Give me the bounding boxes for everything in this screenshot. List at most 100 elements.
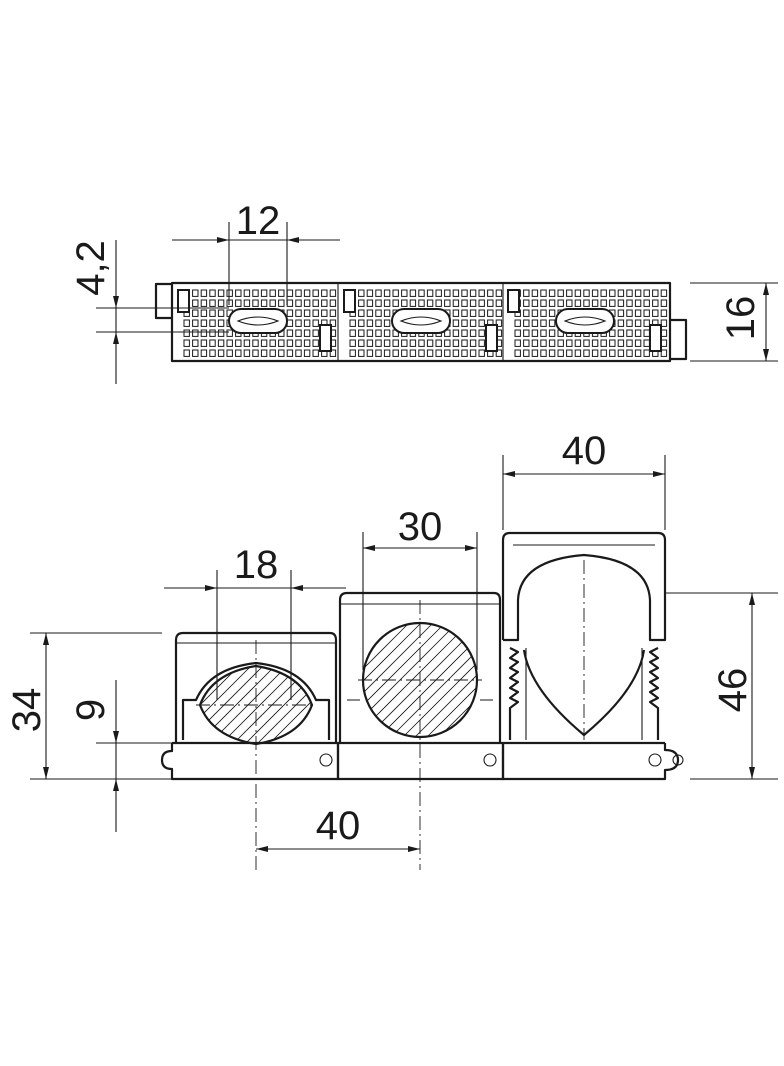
hatch-line <box>413 623 477 737</box>
texture-cell <box>452 309 460 317</box>
texture-cell <box>643 309 650 317</box>
texture-cell <box>660 339 668 347</box>
texture-cell <box>435 339 442 347</box>
texture-cell <box>269 339 276 347</box>
texture-cell <box>375 329 382 337</box>
texture-cell <box>295 299 302 307</box>
texture-cell <box>401 299 408 307</box>
texture-cell <box>426 339 434 347</box>
texture-cell <box>329 309 337 317</box>
texture-cell <box>243 289 251 297</box>
texture-cell <box>358 319 365 327</box>
texture-cell <box>514 339 521 347</box>
mounting-slot <box>555 308 615 334</box>
texture-cell <box>329 299 337 307</box>
texture-cell <box>209 319 216 327</box>
dim-label-medium-diameter: 30 <box>398 505 443 549</box>
texture-cell <box>591 339 599 347</box>
texture-cell <box>634 299 642 307</box>
texture-cell <box>358 289 365 297</box>
texture-cell <box>600 339 607 347</box>
mounting-slot <box>391 308 451 334</box>
texture-cell <box>217 289 225 297</box>
texture-cell <box>200 289 208 297</box>
texture-cell <box>183 339 190 347</box>
dim-label-base-height: 9 <box>69 699 113 721</box>
texture-cell <box>444 299 451 307</box>
texture-cell <box>609 289 616 297</box>
texture-cell <box>349 319 356 327</box>
texture-cell <box>286 309 294 317</box>
texture-cell <box>183 329 190 337</box>
texture-cell <box>540 319 547 327</box>
texture-cell <box>634 349 642 357</box>
texture-cell <box>609 329 616 337</box>
texture-cell <box>660 289 668 297</box>
texture-cell <box>617 319 625 327</box>
texture-cell <box>392 289 399 297</box>
texture-cell <box>617 339 625 347</box>
texture-cell <box>366 349 374 357</box>
texture-cell <box>260 299 268 307</box>
hatch-line <box>200 666 259 744</box>
dim-large-width: 40 <box>502 429 666 530</box>
texture-cell <box>540 309 547 317</box>
texture-cell <box>660 309 668 317</box>
dim-label-plate-offset: 4,2 <box>69 240 113 296</box>
texture-cell <box>183 349 190 357</box>
texture-cell <box>548 339 556 347</box>
texture-cell <box>226 349 233 357</box>
texture-cell <box>392 339 399 347</box>
texture-cell <box>375 319 382 327</box>
texture-cell <box>303 339 311 347</box>
texture-cell <box>531 309 539 317</box>
texture-cell <box>531 329 539 337</box>
texture-cell <box>321 309 328 317</box>
texture-cell <box>375 299 382 307</box>
texture-cell <box>617 329 625 337</box>
texture-cell <box>383 329 391 337</box>
texture-cell <box>626 319 633 327</box>
texture-cell <box>523 289 530 297</box>
hatch-line <box>237 666 312 744</box>
texture-cell <box>375 339 382 347</box>
texture-cell <box>235 339 242 347</box>
texture-cell <box>303 299 311 307</box>
texture-cell <box>444 349 451 357</box>
texture-cell <box>426 289 434 297</box>
texture-cell <box>548 299 556 307</box>
hatch-line <box>461 623 477 737</box>
texture-cell <box>383 309 391 317</box>
hatch-line <box>449 623 477 737</box>
texture-cell <box>469 289 477 297</box>
texture-cell <box>375 289 382 297</box>
texture-cell <box>192 339 199 347</box>
texture-cell <box>523 339 530 347</box>
texture-cell <box>643 289 650 297</box>
hatch-line <box>309 666 312 744</box>
dim-height: 16 <box>690 282 778 362</box>
dim-label-height: 16 <box>719 296 763 341</box>
texture-cell <box>303 329 311 337</box>
texture-cell <box>209 299 216 307</box>
texture-cell <box>366 339 374 347</box>
dim-small-diameter: 18 <box>164 543 346 700</box>
texture-cell <box>375 309 382 317</box>
texture-cell <box>626 309 633 317</box>
texture-cell <box>366 329 374 337</box>
dim-label-large-height: 46 <box>711 668 755 713</box>
hatch-line <box>486 610 626 750</box>
texture-cell <box>634 329 642 337</box>
texture-cell <box>392 349 399 357</box>
texture-cell <box>295 339 302 347</box>
texture-cell <box>366 289 374 297</box>
texture-cell <box>303 309 311 317</box>
center-lines <box>196 560 585 870</box>
texture-cell <box>409 289 417 297</box>
texture-cell <box>548 329 556 337</box>
texture-cell <box>478 339 485 347</box>
texture-cell <box>217 299 225 307</box>
texture-cell <box>495 299 503 307</box>
texture-cell <box>660 349 668 357</box>
